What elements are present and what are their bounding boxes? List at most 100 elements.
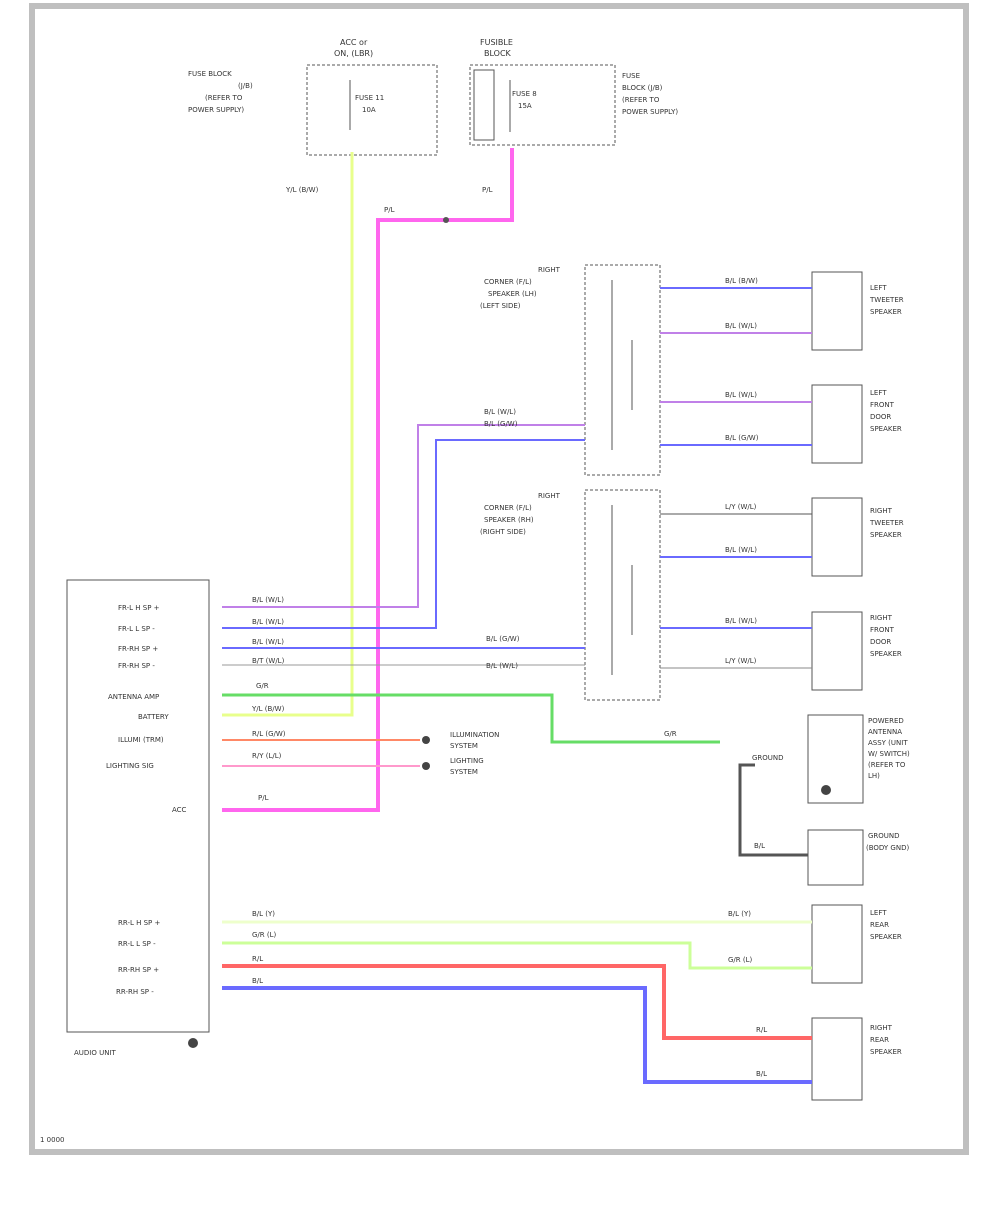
ground-box-1: GROUND xyxy=(868,832,900,840)
speaker-right-tweeter: RIGHT TWEETER SPEAKER xyxy=(811,497,904,577)
amp-pin-9: ACC xyxy=(172,806,187,814)
top-right-inner-2: 15A xyxy=(518,102,532,110)
illum-ref-1-line-2: SYSTEM xyxy=(450,742,478,750)
mid-wire-label-4: B/L (W/L) xyxy=(486,662,518,670)
pink-mid-label: P/L xyxy=(384,206,395,214)
amp-pin-13: RR-RH SP - xyxy=(116,988,154,996)
antenna-label-2: ANTENNA xyxy=(868,728,902,736)
top-right-header-1: FUSIBLE xyxy=(480,38,513,47)
amp-pin-8: LIGHTING SIG xyxy=(106,762,154,770)
audio-unit-label: AUDIO UNIT xyxy=(74,1049,117,1057)
mid-wire-label-1: B/L (W/L) xyxy=(484,408,516,416)
mid-wire-label-2: B/L (G/W) xyxy=(484,420,518,428)
spk-wire-label-8: L/Y (W/L) xyxy=(725,657,757,665)
speaker-left-tweeter: LEFT TWEETER SPEAKER xyxy=(811,271,904,351)
ground-box-2: (BODY GND) xyxy=(866,844,909,852)
top-right-inner-1: FUSE 8 xyxy=(512,90,537,98)
spk-wire-label-3: B/L (W/L) xyxy=(725,391,757,399)
pink-top-label: P/L xyxy=(482,186,493,194)
speaker-right-tweeter-name-1: RIGHT xyxy=(870,507,893,515)
mid-wire-label-3: B/L (G/W) xyxy=(486,635,520,643)
top-left-side-4: POWER SUPPLY) xyxy=(188,106,244,114)
amp-wire-label-2: B/L (W/L) xyxy=(252,618,284,626)
illum-ref-2-line-2: SYSTEM xyxy=(450,768,478,776)
amp-pin-6: BATTERY xyxy=(138,713,169,721)
antenna-label-3: ASSY (UNIT xyxy=(868,739,908,747)
speaker-right-front-name-3: DOOR xyxy=(870,638,891,646)
speaker-left-front-name-2: FRONT xyxy=(870,401,895,409)
antenna-label-1: POWERED xyxy=(868,717,904,725)
antenna-label-4: W/ SWITCH) xyxy=(868,750,910,758)
amp-pin-3: FR-RH SP + xyxy=(118,645,158,653)
top-left-header-2: ON, (LBR) xyxy=(334,49,373,58)
top-left-side-3: (REFER TO xyxy=(205,94,243,102)
amp-wire-label-4: B/T (W/L) xyxy=(252,657,285,665)
antenna-label-6: LH) xyxy=(868,772,880,780)
speaker-left-tweeter-name-2: TWEETER xyxy=(869,296,904,304)
top-left-inner-2: 10A xyxy=(362,106,376,114)
rear-connector-box: RIGHT CORNER (F/L) SPEAKER (RH) (RIGHT S… xyxy=(480,489,661,701)
top-right-fuse-component: FUSIBLE BLOCK FUSE BLOCK (J/B) (REFER TO… xyxy=(469,38,678,146)
top-left-inner-1: FUSE 11 xyxy=(355,94,384,102)
amp-wire-label-8: R/Y (L/L) xyxy=(252,752,282,760)
spk-wire-label-5: L/Y (W/L) xyxy=(725,503,757,511)
antenna-wires: G/R xyxy=(222,693,720,770)
rear-left-wire-2: G/R (L) xyxy=(728,956,753,964)
amp-rear-wire-2: G/R (L) xyxy=(252,931,277,939)
amp-wire-label-1: B/L (W/L) xyxy=(252,596,284,604)
footnote: 1 0000 xyxy=(40,1136,65,1144)
top-right-side-3: (REFER TO xyxy=(622,96,660,104)
speaker-left-rear: LEFT REAR SPEAKER xyxy=(811,904,902,984)
powered-antenna: POWERED ANTENNA ASSY (UNIT W/ SWITCH) (R… xyxy=(738,714,910,857)
speaker-right-rear: RIGHT REAR SPEAKER xyxy=(811,1017,902,1101)
antenna-wire2-label: B/L xyxy=(754,842,765,850)
top-right-side-2: BLOCK (J/B) xyxy=(622,84,663,92)
amp-pin-2: FR-L L SP - xyxy=(118,625,155,633)
antenna-label-5: (REFER TO xyxy=(868,761,906,769)
amp-rear-wire-4: B/L xyxy=(252,977,263,985)
rear-connector-text-2: CORNER (F/L) xyxy=(484,504,532,512)
amp-rear-wire-1: B/L (Y) xyxy=(252,910,275,918)
rear-speaker-wires: B/L (Y) G/R (L) R/L B/L B/L (Y) G/R (L) … xyxy=(222,910,812,1084)
front-connector-text-4: (LEFT SIDE) xyxy=(480,302,521,310)
speaker-left-rear-name-1: LEFT xyxy=(870,909,887,917)
audio-unit-pins: FR-L H SP + FR-L L SP - FR-RH SP + FR-RH… xyxy=(106,604,187,996)
amp-pin-11: RR-L L SP - xyxy=(118,940,156,948)
amp-pin-4: FR-RH SP - xyxy=(118,662,155,670)
speaker-right-tweeter-name-3: SPEAKER xyxy=(870,531,902,539)
amp-rear-wire-3: R/L xyxy=(252,955,263,963)
speaker-right-rear-name-3: SPEAKER xyxy=(870,1048,902,1056)
speaker-left-tweeter-name-3: SPEAKER xyxy=(870,308,902,316)
amp-pin-12: RR-RH SP + xyxy=(118,966,159,974)
top-left-side-1: FUSE BLOCK xyxy=(188,70,232,78)
speaker-right-rear-name-2: REAR xyxy=(870,1036,889,1044)
spk-wire-label-7: B/L (W/L) xyxy=(725,617,757,625)
top-right-side-1: FUSE xyxy=(622,72,640,80)
amp-wire-label-6: Y/L (B/W) xyxy=(251,705,285,713)
illum-ref-1-line-1: ILLUMINATION xyxy=(450,731,499,739)
speaker-left-front-name-4: SPEAKER xyxy=(870,425,902,433)
antenna-wire-label: G/R xyxy=(664,730,677,738)
rear-left-wire-1: B/L (Y) xyxy=(728,910,751,918)
mid-wires: B/L (W/L) B/L (G/W) B/L (G/W) B/L (W/L) xyxy=(222,408,585,670)
amp-pin-1: FR-L H SP + xyxy=(118,604,160,612)
speaker-right-front-name-2: FRONT xyxy=(870,626,895,634)
illumination-refs: ILLUMINATION SYSTEM LIGHTING SYSTEM xyxy=(450,731,499,776)
front-speaker-wires: B/L (B/W) B/L (W/L) B/L (W/L) B/L (G/W) … xyxy=(660,277,812,669)
speaker-left-rear-name-2: REAR xyxy=(870,921,889,929)
ground-box: GROUND (BODY GND) xyxy=(807,829,909,886)
rear-right-wire-2: B/L xyxy=(756,1070,767,1078)
speaker-right-rear-name-1: RIGHT xyxy=(870,1024,893,1032)
power-wires: Y/L (B/W) P/L P/L P/L xyxy=(222,148,514,812)
speaker-left-tweeter-name-1: LEFT xyxy=(870,284,887,292)
amp-wire-label-5: G/R xyxy=(256,682,269,690)
pink-bottom-label: P/L xyxy=(258,794,269,802)
top-right-header-2: BLOCK xyxy=(484,49,512,58)
top-right-side-4: POWER SUPPLY) xyxy=(622,108,678,116)
yellow-top-label: Y/L (B/W) xyxy=(285,186,319,194)
front-connector-text-2: CORNER (F/L) xyxy=(484,278,532,286)
spk-wire-label-6: B/L (W/L) xyxy=(725,546,757,554)
amp-pin-5: ANTENNA AMP xyxy=(108,693,159,701)
speaker-left-front-name-1: LEFT xyxy=(870,389,887,397)
